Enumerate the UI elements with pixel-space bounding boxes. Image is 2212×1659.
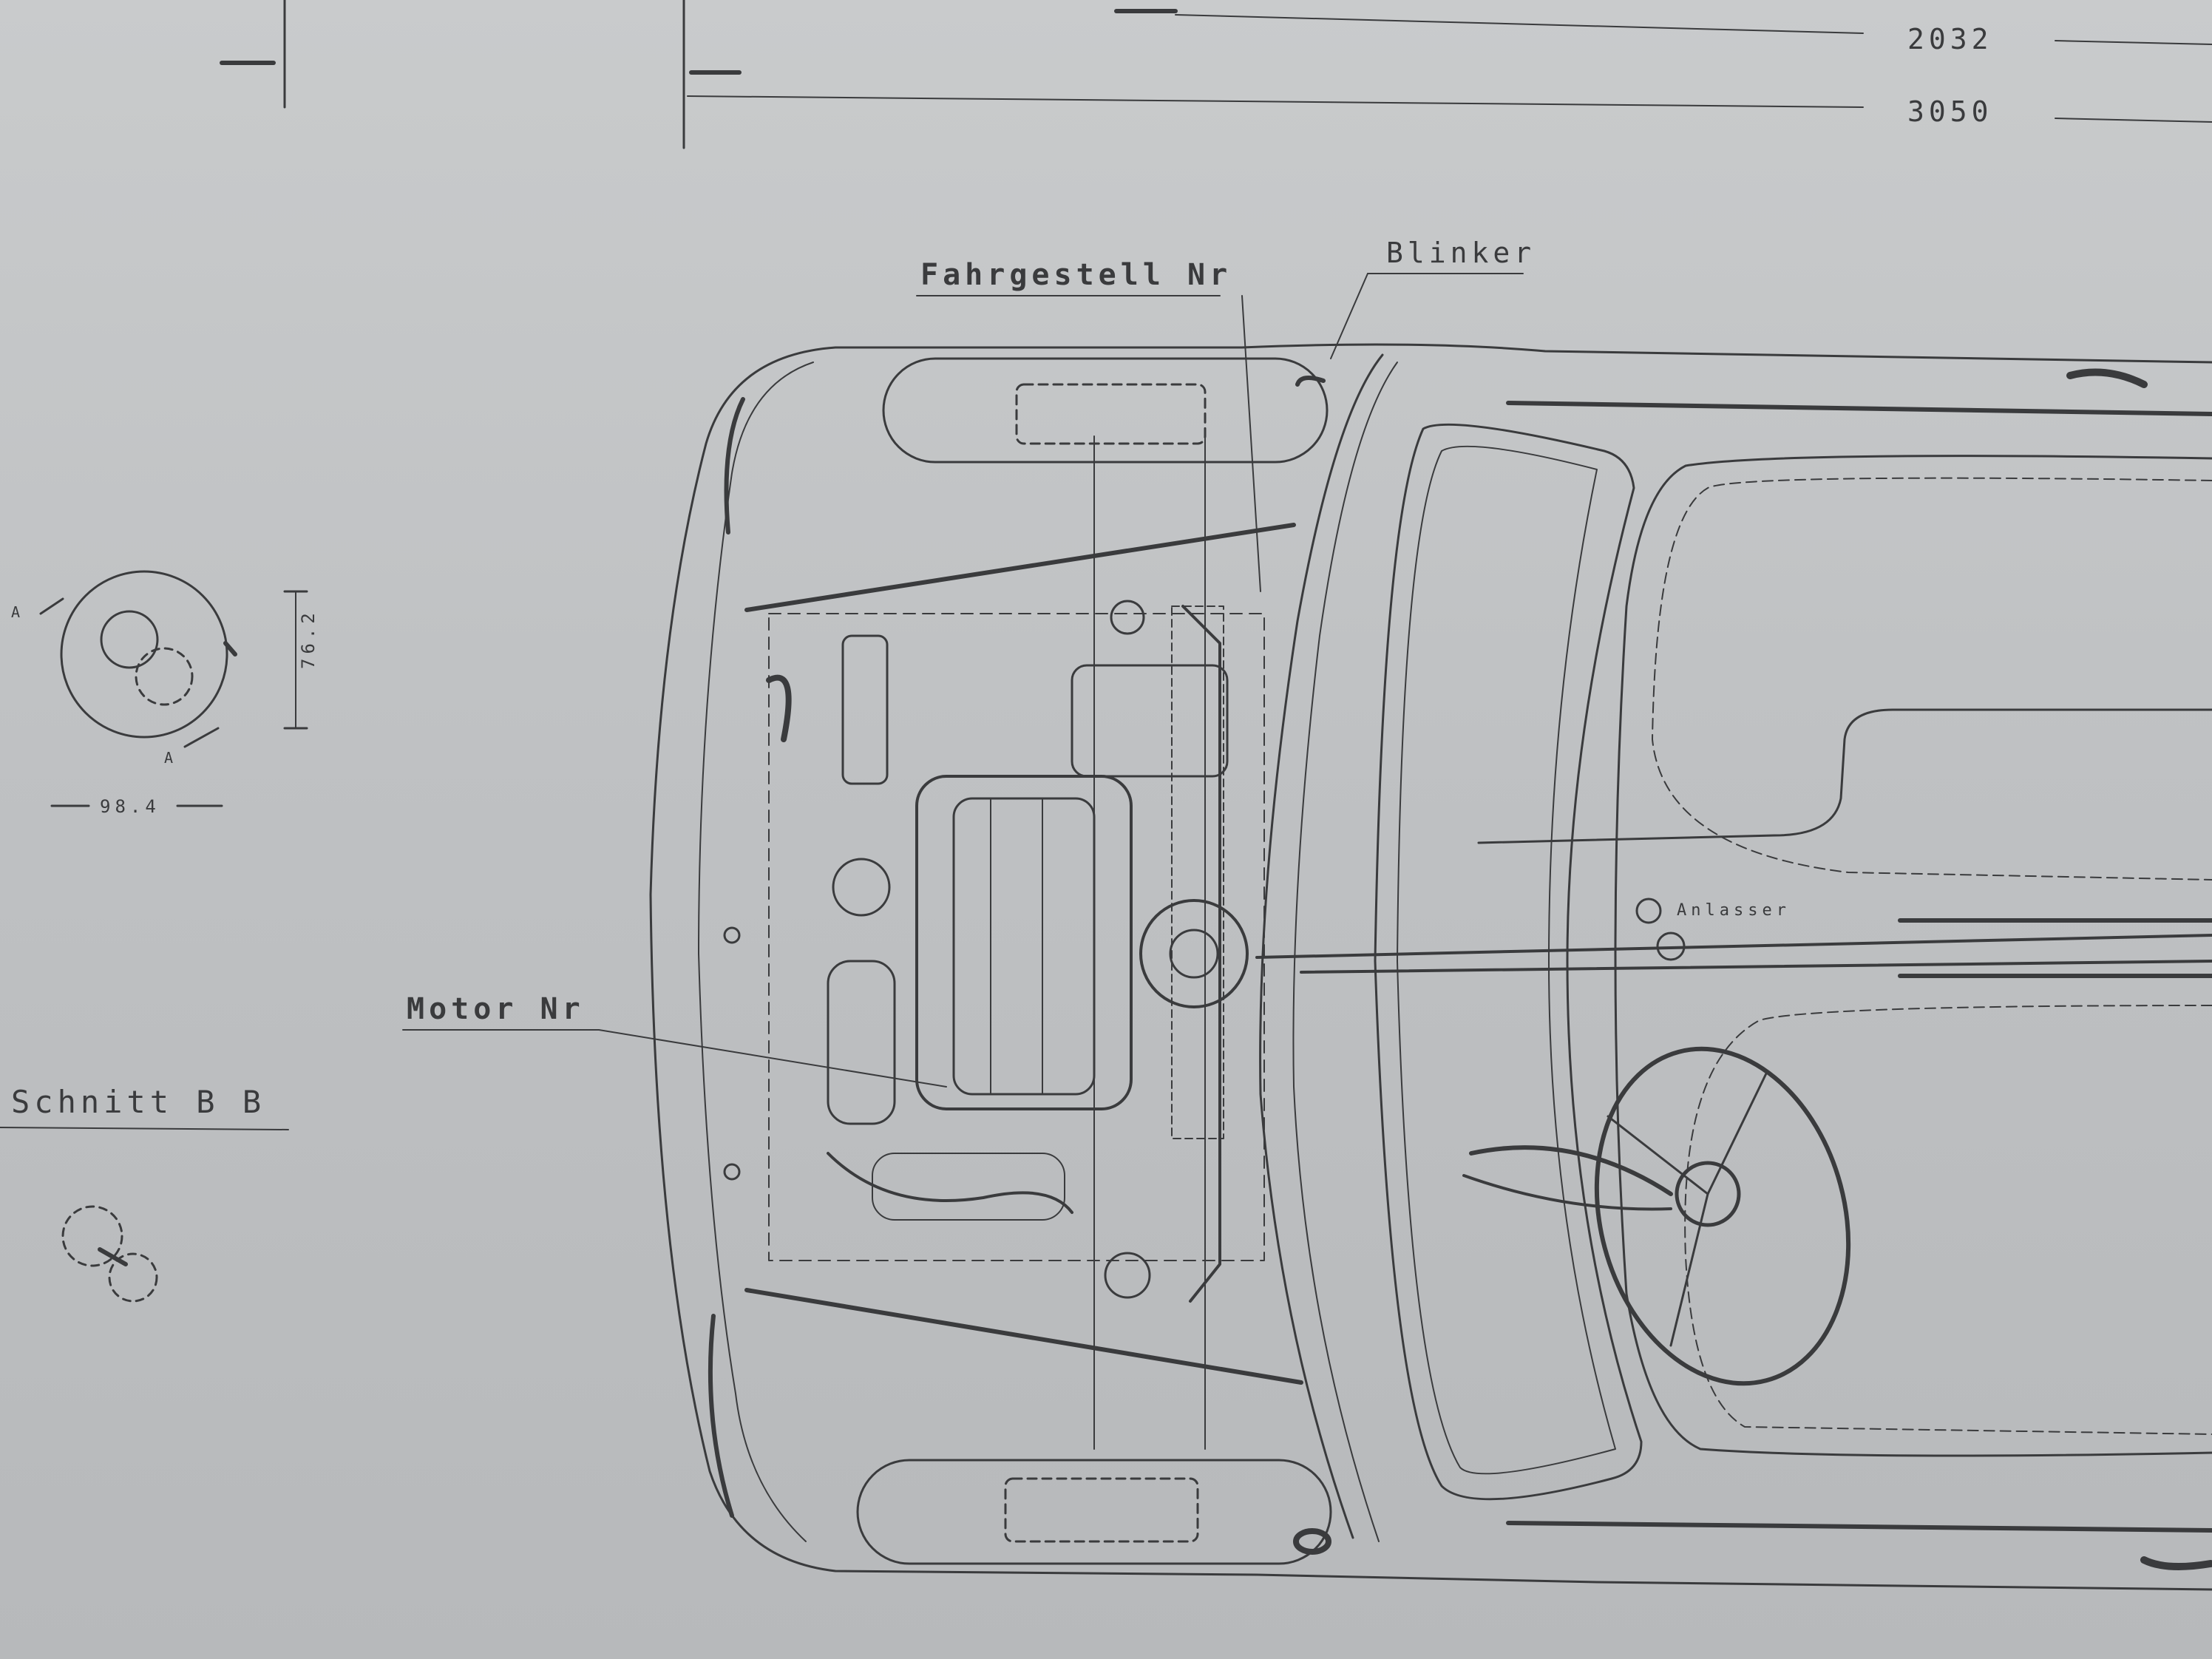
labels: 2032 3050 Fahrgestell Nr Blinker Motor N… [11,23,1993,1120]
steering-assembly [1255,368,2212,1570]
detail-round-part [39,570,308,807]
windscreen-frame [1374,423,1643,1501]
car-body-outline [649,343,2212,1591]
engine-compartment [723,435,1303,1450]
leader-lines [402,273,1524,1088]
front-wheel-top [882,357,1329,464]
section-label: Schnitt B B [11,1084,265,1120]
dimension-length-label: 3050 [1907,95,1993,128]
detail-height-label: 76.2 [298,608,319,669]
detail-arrow-label-bottom: A [164,749,177,767]
front-wheel-bottom [856,1459,1332,1565]
detail-width-label: 98.4 [100,796,160,817]
bonnet-line [1259,353,1398,1542]
dimension-width-label: 2032 [1907,23,1993,55]
starter-label: Anlasser [1677,901,1791,920]
chassis-number-label: Fahrgestell Nr [920,258,1232,292]
roof-outline [1477,401,2212,1533]
indicator-label: Blinker [1386,237,1536,269]
top-dimension-lines [220,0,2212,149]
detail-arrow-label-top: A [11,603,24,621]
section-part [0,1127,289,1303]
engine-number-label: Motor Nr [407,992,585,1026]
